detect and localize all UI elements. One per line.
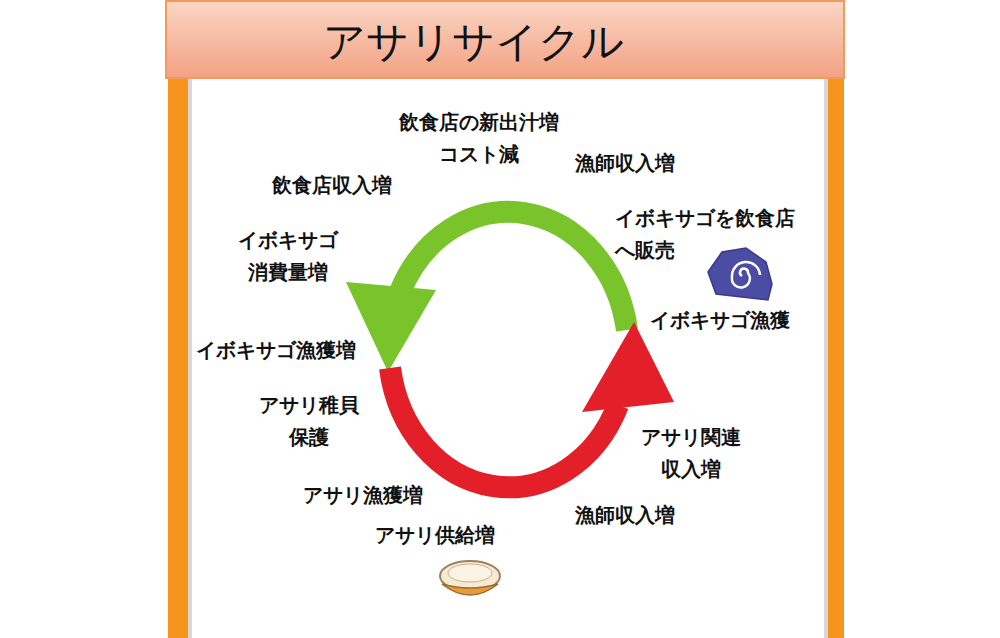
cycle-label: アサリ供給増 — [375, 519, 495, 551]
cycle-label: イボキサゴ漁獲増 — [196, 334, 356, 366]
red-arrowhead — [582, 322, 674, 412]
cycle-label: 飲食店収入増 — [272, 169, 392, 201]
cycle-label: イボキサゴ 消費量増 — [238, 224, 338, 288]
side-bar-edge — [824, 78, 828, 638]
clam-icon — [440, 561, 500, 595]
green-arrowhead — [346, 282, 436, 372]
side-bar — [168, 78, 188, 638]
cycle-label: アサリ稚貝 保護 — [259, 389, 359, 453]
cycle-label: 飲食店の新出汁増 コスト減 — [399, 106, 559, 170]
cycle-label: 漁師収入増 — [575, 499, 675, 531]
green-arc — [400, 212, 627, 330]
cycle-label: イボキサゴを飲食店 へ販売 — [615, 202, 795, 266]
frame-ground — [165, 0, 845, 638]
side-bar — [828, 78, 844, 638]
red-arc — [390, 368, 618, 487]
cycle-label: イボキサゴ漁獲 — [650, 304, 790, 336]
snail-shell-icon — [708, 248, 772, 300]
cycle-label: アサリ漁獲増 — [303, 479, 423, 511]
cycle-label: 漁師収入増 — [575, 147, 675, 179]
diagram-title: アサリサイクル — [323, 17, 624, 67]
title-band — [166, 1, 844, 78]
cycle-label: アサリ関連 収入増 — [641, 421, 741, 485]
side-bar-edge — [188, 78, 192, 638]
